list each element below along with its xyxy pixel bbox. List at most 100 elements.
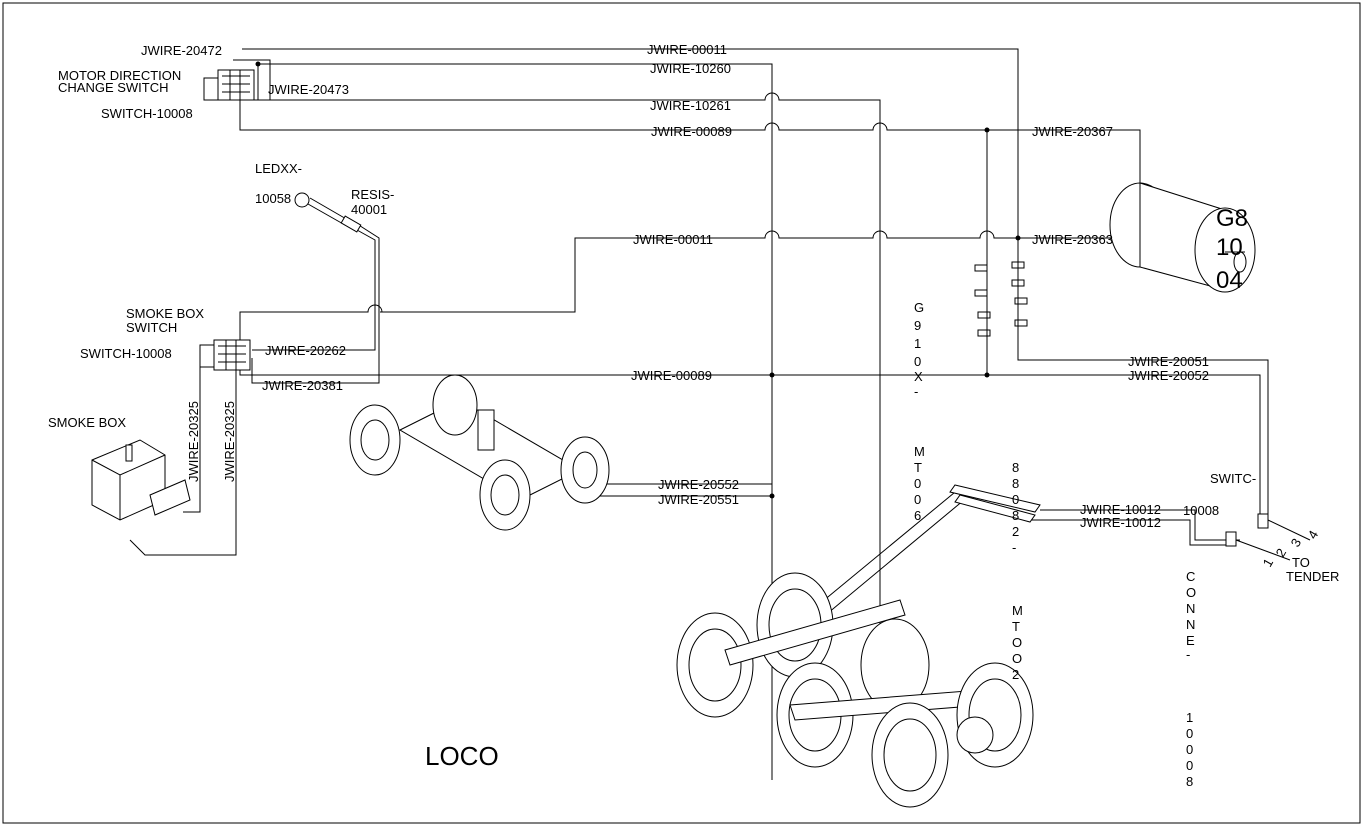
- junction-dot: [769, 372, 775, 378]
- junction-dot: [984, 372, 990, 378]
- wire-10260: [258, 63, 773, 780]
- svg-text:0: 0: [914, 492, 921, 507]
- label-switc: SWITC-: [1210, 471, 1256, 486]
- label-jwire-20052: JWIRE-20052: [1128, 368, 1209, 383]
- led-resistor-drawing: [294, 192, 362, 233]
- label-jwire-00011-mid: JWIRE-00011: [633, 232, 713, 247]
- vertical-label-conne: C O N N E -: [1186, 569, 1196, 662]
- pickup-contacts-drawing: [974, 261, 1028, 337]
- wire-20325-b: [129, 356, 237, 556]
- label-smokebox-switch-2: SWITCH: [126, 320, 177, 335]
- label-04: 04: [1216, 267, 1243, 294]
- svg-text:0: 0: [1186, 726, 1193, 741]
- vertical-label-mtoo2: M T O O 2: [1012, 603, 1023, 682]
- label-switch-10008-mid: SWITCH-10008: [80, 346, 172, 361]
- label-jwire-20473: JWIRE-20473: [268, 82, 349, 97]
- svg-text:1: 1: [914, 336, 921, 351]
- svg-text:8: 8: [1012, 460, 1019, 475]
- svg-text:M: M: [914, 444, 925, 459]
- wire-smokebox-feed: [239, 304, 383, 342]
- svg-text:N: N: [1186, 617, 1195, 632]
- label-jwire-10012-a: JWIRE-10012: [1080, 502, 1161, 517]
- motor-direction-switch-drawing: [203, 59, 271, 101]
- label-resis-40001: 40001: [351, 202, 387, 217]
- label-to: TO: [1292, 555, 1310, 570]
- smokebox-drawing: [91, 439, 191, 521]
- junction-dot: [1015, 235, 1021, 241]
- label-jwire-00089-top: JWIRE-00089: [651, 124, 732, 139]
- svg-text:-: -: [914, 384, 918, 399]
- svg-text:6: 6: [914, 508, 921, 523]
- label-resis: RESIS-: [351, 187, 394, 202]
- label-jwire-20325-a: JWIRE-20325: [186, 401, 201, 482]
- svg-text:9: 9: [914, 318, 921, 333]
- wire-10012-a: [1040, 509, 1240, 541]
- label-jwire-10012-b: JWIRE-10012: [1080, 515, 1161, 530]
- conn-pin-1: 1: [1260, 556, 1277, 570]
- smokebox-switch-drawing: [199, 339, 251, 371]
- svg-text:8: 8: [1186, 774, 1193, 789]
- svg-text:O: O: [1012, 651, 1022, 666]
- label-jwire-20363: JWIRE-20363: [1032, 232, 1113, 247]
- label-jwire-20367: JWIRE-20367: [1032, 124, 1113, 139]
- wire-10261: [257, 64, 881, 705]
- label-smokebox-switch-1: SMOKE BOX: [126, 306, 204, 321]
- wire-00011-mid: [380, 230, 1140, 313]
- label-jwire-00089-mid: JWIRE-00089: [631, 368, 712, 383]
- junction-dot: [984, 127, 990, 133]
- bogie-drawing: [349, 374, 610, 531]
- svg-text:-: -: [1186, 647, 1190, 662]
- wire-00089-top: [239, 100, 1141, 190]
- label-jwire-20472: JWIRE-20472: [141, 43, 222, 58]
- svg-text:2: 2: [1012, 524, 1019, 539]
- svg-text:X: X: [914, 369, 923, 384]
- label-jwire-20262: JWIRE-20262: [265, 343, 346, 358]
- diagram-title-loco: LOCO: [425, 741, 499, 771]
- driving-wheels-drawing: [676, 572, 1034, 808]
- label-tender: TENDER: [1286, 569, 1339, 584]
- vertical-label-mt006: M T 0 0 6: [914, 444, 925, 523]
- vertical-label-10008: 1 0 0 0 8: [1186, 710, 1193, 789]
- svg-text:T: T: [1012, 619, 1020, 634]
- svg-text:0: 0: [1186, 742, 1193, 757]
- svg-text:8: 8: [1012, 508, 1019, 523]
- svg-text:C: C: [1186, 569, 1195, 584]
- junction-dot: [769, 493, 775, 499]
- wire-20262: [252, 224, 376, 351]
- label-jwire-20325-b: JWIRE-20325: [222, 401, 237, 482]
- conn-pin-2: 2: [1273, 546, 1290, 560]
- junction-dot: [255, 61, 261, 67]
- label-10: 10: [1216, 234, 1243, 261]
- label-motor-direction: MOTOR DIRECTION: [58, 68, 181, 83]
- svg-text:N: N: [1186, 601, 1195, 616]
- svg-text:8: 8: [1012, 476, 1019, 491]
- svg-text:G: G: [914, 300, 924, 315]
- junction-dots: [255, 61, 1021, 499]
- label-jwire-00011-top: JWIRE-00011: [647, 42, 727, 57]
- svg-text:0: 0: [914, 476, 921, 491]
- svg-text:-: -: [1012, 540, 1016, 555]
- wire-20051: [1017, 240, 1269, 515]
- connector-drawing: [1225, 513, 1311, 561]
- label-jwire-20551: JWIRE-20551: [658, 492, 739, 507]
- vertical-label-g910x: G 9 1 0 X -: [914, 300, 924, 399]
- vertical-label-88082: 8 8 0 8 2 -: [1012, 460, 1019, 555]
- wire-10012-b: [1030, 519, 1232, 546]
- motor-drawing: [1109, 182, 1256, 293]
- label-jwire-10261: JWIRE-10261: [650, 98, 731, 113]
- text-labels: JWIRE-20472 MOTOR DIRECTION CHANGE SWITC…: [48, 42, 1339, 789]
- label-smokebox: SMOKE BOX: [48, 415, 126, 430]
- label-change-switch: CHANGE SWITCH: [58, 80, 169, 95]
- label-switch-10008-top: SWITCH-10008: [101, 106, 193, 121]
- label-switc-10008: 10008: [1183, 503, 1219, 518]
- svg-text:E: E: [1186, 633, 1195, 648]
- label-jwire-20552: JWIRE-20552: [658, 477, 739, 492]
- label-jwire-20381: JWIRE-20381: [262, 378, 343, 393]
- svg-text:O: O: [1186, 585, 1196, 600]
- svg-text:M: M: [1012, 603, 1023, 618]
- svg-text:0: 0: [914, 354, 921, 369]
- svg-text:0: 0: [1186, 758, 1193, 773]
